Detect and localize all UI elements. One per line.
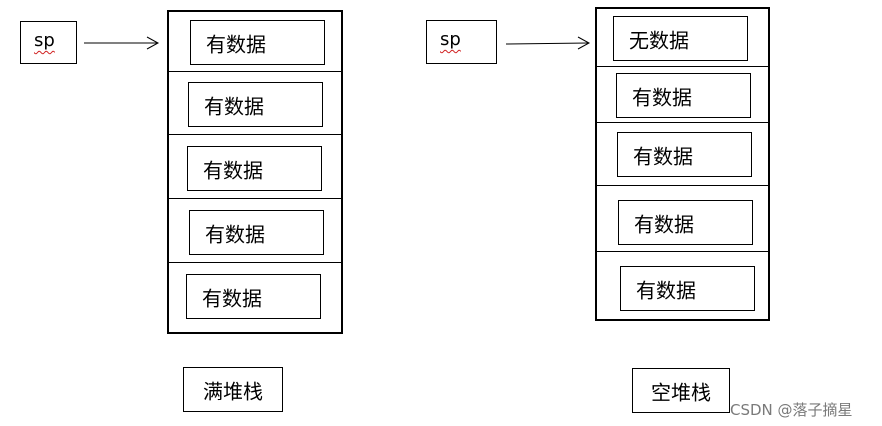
- empty-stack-divider: [596, 251, 769, 252]
- empty-stack-cell: 有数据: [616, 73, 751, 118]
- full-stack-cell: 有数据: [188, 82, 323, 127]
- full-stack-cell: 有数据: [189, 210, 324, 255]
- empty-stack-caption: 空堆栈: [632, 368, 730, 413]
- full-stack-cell-label: 有数据: [206, 32, 266, 56]
- full-stack-sp-box: sp: [20, 21, 77, 64]
- full-stack-cell: 有数据: [190, 20, 325, 65]
- full-stack-cell-label: 有数据: [202, 286, 262, 310]
- empty-stack-divider: [596, 185, 769, 186]
- empty-stack-cell-label: 有数据: [636, 278, 696, 302]
- full-stack-caption-label: 满堆栈: [203, 379, 263, 403]
- watermark: CSDN @落子摘星: [730, 401, 853, 419]
- empty-stack-frame: [595, 7, 770, 321]
- full-stack-divider: [168, 262, 342, 263]
- full-stack-caption: 满堆栈: [183, 367, 283, 412]
- full-stack-cell-label: 有数据: [203, 158, 263, 182]
- empty-stack-divider: [596, 122, 769, 123]
- empty-stack-cell: 有数据: [618, 200, 753, 245]
- full-stack-cell: 有数据: [187, 146, 322, 191]
- full-stack-sp-label: sp: [34, 30, 55, 51]
- empty-stack-cell: 无数据: [613, 16, 748, 61]
- full-stack-divider: [168, 134, 342, 135]
- empty-stack-cell-label: 有数据: [633, 144, 693, 168]
- empty-stack-divider: [596, 66, 769, 67]
- full-stack-divider: [168, 71, 342, 72]
- full-stack-frame: [167, 10, 343, 334]
- empty-stack-sp-label: sp: [440, 29, 461, 50]
- empty-stack-caption-label: 空堆栈: [651, 380, 711, 404]
- empty-stack-cell-label: 有数据: [634, 212, 694, 236]
- full-stack-cell: 有数据: [186, 274, 321, 319]
- empty-stack-cell: 有数据: [617, 132, 752, 177]
- full-stack-divider: [168, 198, 342, 199]
- full-stack-cell-label: 有数据: [204, 94, 264, 118]
- empty-stack-sp-box: sp: [426, 20, 497, 64]
- empty-stack-cell-label: 无数据: [629, 28, 689, 52]
- empty-stack-cell: 有数据: [620, 266, 755, 311]
- full-stack-cell-label: 有数据: [205, 222, 265, 246]
- empty-stack-cell-label: 有数据: [632, 85, 692, 109]
